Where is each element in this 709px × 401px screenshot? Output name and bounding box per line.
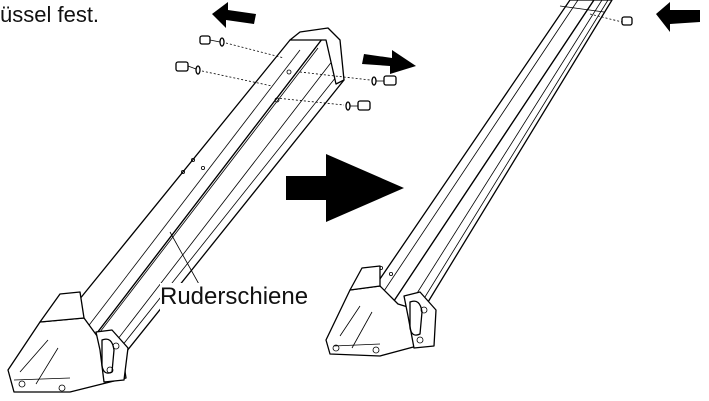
left-rail-end-cap — [289, 27, 345, 85]
right-rail — [325, 0, 633, 357]
rail-label: Ruderschiene — [160, 283, 309, 311]
arrow-right-icon — [362, 50, 416, 74]
left-rail-foot — [7, 291, 129, 393]
big-arrow-right-icon — [286, 154, 404, 222]
left-rail-side-face — [83, 33, 345, 383]
arrow-left-icon — [212, 2, 256, 28]
right-rail-top-face — [351, 0, 595, 323]
label-leader-line — [169, 231, 201, 287]
right-rail-foot — [325, 265, 437, 357]
arrow-left-icon-right — [656, 2, 700, 32]
instruction-caption: üssel fest. — [0, 2, 100, 27]
left-bolts — [175, 35, 397, 111]
left-rail — [7, 27, 345, 393]
